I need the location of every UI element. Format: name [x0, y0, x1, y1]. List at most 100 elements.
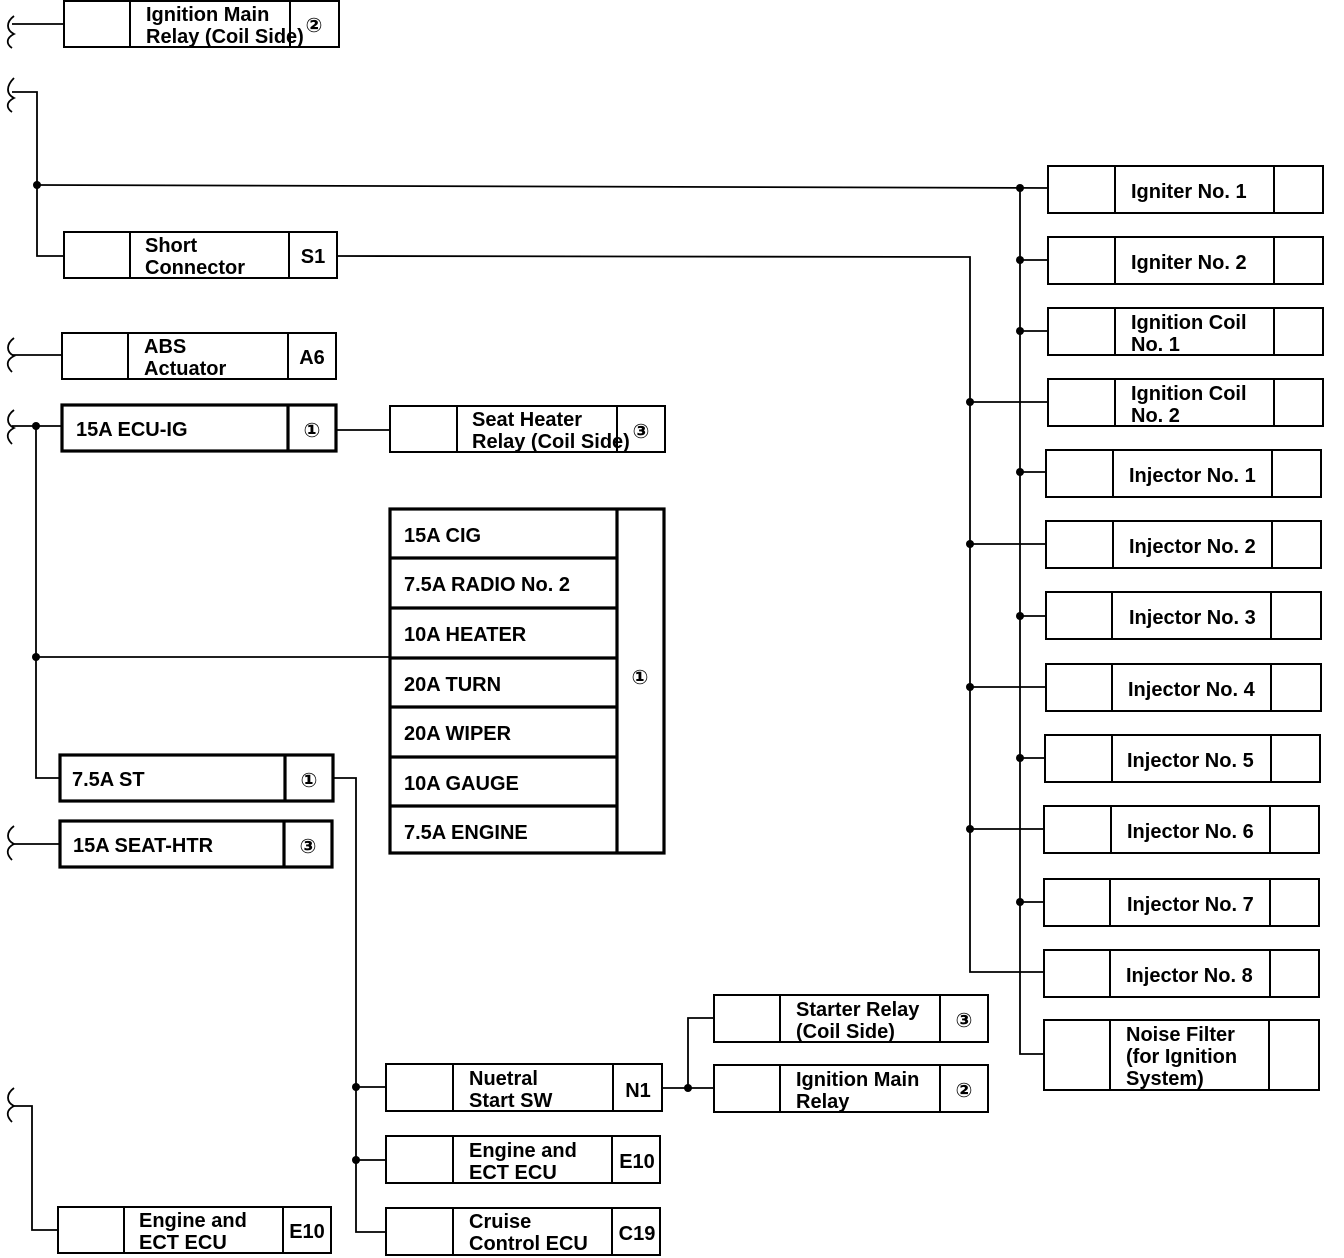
label-line2: Connector	[145, 257, 245, 279]
component-box	[1043, 1019, 1320, 1091]
junction-dot	[966, 683, 974, 691]
igniter-2: Igniter No. 2	[1047, 236, 1324, 285]
component-box	[1045, 520, 1322, 569]
code: ①	[301, 770, 318, 792]
label-line1: ABS	[144, 336, 186, 358]
noise-filter: Noise Filter (for Ignition System)	[1043, 1019, 1320, 1091]
label-line2: No. 2	[1131, 405, 1180, 427]
component-box	[1044, 734, 1321, 783]
code: ①	[304, 420, 321, 442]
label-line2: No. 1	[1131, 334, 1180, 356]
junction-dot	[1016, 327, 1024, 335]
wire	[333, 777, 386, 1233]
wire-break-1	[6, 15, 17, 49]
component-box	[389, 405, 666, 453]
wire	[12, 91, 64, 257]
component-box	[63, 0, 340, 48]
component-box	[61, 332, 337, 380]
label-line1: Starter Relay	[796, 999, 920, 1021]
component-box	[1045, 663, 1322, 712]
junction-dot	[966, 825, 974, 833]
right-column: Igniter No. 1 Igniter No. 2 Ignition Coi…	[1043, 165, 1324, 1091]
component-box	[58, 753, 335, 803]
label-line1: Engine and	[139, 1210, 247, 1232]
fuse-st: 7.5A ST ①	[58, 753, 335, 803]
component-box	[385, 1135, 661, 1184]
label-line1: Cruise	[469, 1211, 531, 1233]
wire	[12, 1105, 58, 1231]
component-box	[1043, 949, 1320, 998]
label-line2: (Coil Side)	[796, 1021, 895, 1043]
wire-break-3	[6, 337, 17, 373]
component-box	[713, 1064, 989, 1113]
label-line1: Engine and	[469, 1140, 577, 1162]
label-line1: Injector No. 4	[1128, 679, 1256, 701]
injector-4: Injector No. 4	[1045, 663, 1322, 712]
wires	[6, 15, 1049, 1233]
code: C19	[619, 1223, 656, 1245]
starter-relay: Starter Relay (Coil Side) ③	[713, 994, 989, 1043]
component-box	[57, 1206, 332, 1254]
junction-dot	[32, 422, 40, 430]
code: ②	[306, 15, 323, 37]
label-line2: Relay (Coil Side)	[146, 26, 304, 48]
junction-dot	[32, 653, 40, 661]
code: E10	[619, 1151, 655, 1173]
injector-6: Injector No. 6	[1043, 805, 1320, 854]
fuse-label: 15A CIG	[404, 525, 481, 547]
component-box	[58, 819, 334, 869]
junction-dot	[966, 398, 974, 406]
fuse-label: 7.5A RADIO No. 2	[404, 574, 570, 596]
junction-dot	[1016, 256, 1024, 264]
fuse-ecu-ig: 15A ECU-IG ①	[60, 403, 338, 453]
label-line1: Ignition Main	[146, 4, 269, 26]
component-box	[1047, 165, 1324, 214]
divider-line	[36, 184, 1049, 189]
label-line1: Short	[145, 235, 198, 257]
injector-2: Injector No. 2	[1045, 520, 1322, 569]
label-line1: Igniter No. 2	[1131, 252, 1247, 274]
code: N1	[625, 1080, 651, 1102]
junctions	[32, 181, 1024, 1164]
component-box	[1043, 878, 1320, 927]
fuse-label: 10A HEATER	[404, 624, 527, 646]
component-box	[713, 994, 989, 1043]
junction-dot	[33, 181, 41, 189]
wire	[1019, 188, 1044, 1055]
short-connector: Short Connector S1	[63, 231, 338, 279]
code: ③	[633, 421, 650, 443]
label-line1: Injector No. 2	[1129, 536, 1256, 558]
component-box	[60, 403, 338, 453]
ign-main-relay-top: Ignition Main Relay (Coil Side) ②	[63, 0, 340, 48]
junction-dot	[1016, 612, 1024, 620]
label-line1: Nuetral	[469, 1068, 538, 1090]
wire	[336, 255, 1044, 973]
label-line1: Igniter No. 1	[1131, 181, 1247, 203]
wire-break-5	[6, 825, 17, 861]
junction-dot	[1016, 184, 1024, 192]
junction-dot	[352, 1083, 360, 1091]
component-box	[385, 1063, 663, 1112]
junction-dot	[1016, 754, 1024, 762]
label-line2: ECT ECU	[139, 1232, 227, 1254]
junction-dot	[966, 540, 974, 548]
code: A6	[299, 347, 325, 369]
label-line3: System)	[1126, 1068, 1204, 1090]
engine-ecu-mid: Engine and ECT ECU E10	[385, 1135, 661, 1184]
label-line1: Injector No. 6	[1127, 821, 1254, 843]
cruise-control-ecu: Cruise Control ECU C19	[385, 1207, 661, 1256]
label-line1: Injector No. 5	[1127, 750, 1254, 772]
fuse-label: 20A WIPER	[404, 723, 512, 745]
junction-dot	[684, 1084, 692, 1092]
wire-break-4	[6, 409, 17, 445]
fuse-block: 15A CIG 7.5A RADIO No. 2 10A HEATER 20A …	[388, 507, 666, 855]
injector-1: Injector No. 1	[1045, 449, 1322, 498]
fuse-label: 10A GAUGE	[404, 773, 519, 795]
injector-7: Injector No. 7	[1043, 878, 1320, 927]
label-line1: Ignition Coil	[1131, 312, 1247, 334]
label-line2: Relay	[796, 1091, 850, 1113]
component-box	[385, 1207, 661, 1256]
component-box	[1047, 236, 1324, 285]
injector-5: Injector No. 5	[1044, 734, 1321, 783]
component-box	[1045, 449, 1322, 498]
